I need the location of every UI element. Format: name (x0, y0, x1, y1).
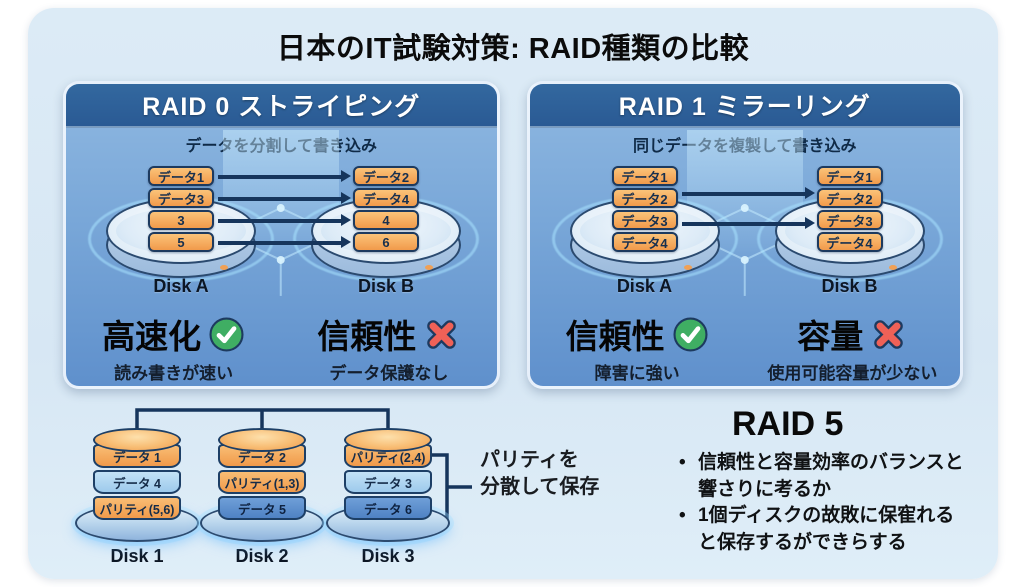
cylinder: データ 2 パリティ(1,3) データ 5 (200, 428, 324, 542)
cylinder-top-decor (344, 428, 432, 452)
data-chip: データ2 (353, 166, 419, 186)
disk-platter-a (106, 198, 256, 278)
segment: データ 5 (218, 496, 306, 520)
pro-desc: 読み書きが速い (114, 364, 234, 383)
panel-raid1: RAID 1 ミラーリング 同じデータを複製して書き込み (526, 81, 963, 389)
panel-raid0-header: RAID 0 ストライピング (66, 84, 497, 128)
stripe-arrow (218, 170, 351, 182)
stripe-arrow (218, 192, 351, 204)
stripe-arrow (218, 236, 351, 248)
raid5-info: RAID 5 信頼性と容量効率のバランスと響さりに考るか 1個ディスクの故敗に保… (676, 405, 988, 556)
data-chip: データ2 (611, 188, 678, 208)
data-chip: データ1 (816, 166, 883, 186)
raid-panels-row: RAID 0 ストライピング データを分割して書き込み (63, 81, 963, 389)
data-chip: データ1 (611, 166, 678, 186)
segment: パリティ(2,4) (344, 444, 432, 468)
check-icon (673, 316, 708, 352)
parity-callout-line1: パリティを (480, 449, 579, 471)
pro-term: 信頼性 (565, 318, 665, 355)
stripe-arrow (218, 214, 351, 226)
cross-icon (874, 319, 904, 349)
raid1-diskA-chips: データ1 データ2 データ3 データ4 (611, 166, 678, 252)
data-chip: データ3 (611, 210, 678, 230)
disk-a-label: Disk A (616, 276, 673, 296)
disk-led-decor (888, 265, 897, 270)
raid5-section: データ 1 データ 4 パリティ(5,6) Disk 1 データ 2 パリティ(… (28, 395, 998, 577)
raid1-benefits: 信頼性 障害に強い 容量 (530, 310, 961, 384)
data-chip: 5 (148, 232, 214, 252)
data-chip: データ4 (611, 232, 678, 252)
segment: データ 6 (344, 496, 432, 520)
cylinder: データ 1 データ 4 パリティ(5,6) (75, 428, 199, 542)
data-chip: データ1 (148, 166, 214, 186)
panel-raid0-diagram: データ1 データ3 3 5 データ2 データ4 4 6 Disk A Disk … (66, 130, 497, 302)
data-chip: 4 (353, 210, 419, 230)
con-term: 容量 (797, 318, 864, 355)
cylinder: パリティ(2,4) データ 3 データ 6 (326, 428, 450, 542)
panel-raid1-header: RAID 1 ミラーリング (529, 84, 960, 128)
segment: データ 4 (93, 470, 181, 494)
disk-1-label: Disk 1 (110, 546, 164, 566)
raid5-bullet: 1個ディスクの故敗に保寉れると保存するができらする (676, 503, 972, 556)
data-chip: データ4 (353, 188, 419, 208)
raid5-bullet: 信頼性と容量効率のバランスと響さりに考るか (676, 450, 972, 503)
segment: パリティ(5,6) (93, 496, 181, 520)
page-title: 日本のIT試験対策: RAID種類の比較 (276, 33, 750, 65)
segment: データ 3 (344, 470, 432, 494)
disk-3-label: Disk 3 (361, 546, 415, 566)
disk-led-decor (683, 265, 692, 270)
disk-b-label: Disk B (357, 276, 415, 296)
data-chip: データ4 (816, 232, 883, 252)
raid5-disk-3: パリティ(2,4) データ 3 データ 6 Disk 3 (326, 428, 450, 567)
raid1-con: 容量 使用可能容量が少ない (745, 310, 960, 384)
con-desc: 使用可能容量が少ない (767, 364, 938, 383)
disk-a-label: Disk A (153, 276, 209, 296)
segment: パリティ(1,3) (218, 470, 306, 494)
parity-callout-line2: 分散して保存 (480, 476, 600, 498)
mirror-arrow (681, 217, 815, 229)
raid5-bullet-list: 信頼性と容量効率のバランスと響さりに考るか 1個ディスクの故敗に保寉れると保存す… (676, 450, 988, 556)
infographic-card: 日本のIT試験対策: RAID種類の比較 RAID 0 ストライピング データを… (28, 8, 998, 579)
raid0-diskA-chips: データ1 データ3 3 5 (148, 166, 214, 252)
cross-icon (427, 319, 457, 349)
mirror-arrow (681, 187, 815, 199)
pro-desc: 障害に強い (594, 364, 680, 383)
raid5-disk-1: データ 1 データ 4 パリティ(5,6) Disk 1 (75, 428, 199, 567)
raid0-diskB-chips: データ2 データ4 4 6 (353, 166, 419, 252)
raid0-con: 信頼性 データ保護なし (281, 310, 496, 384)
disk-led-decor (425, 265, 433, 270)
check-icon (209, 316, 244, 352)
con-term: 信頼性 (317, 318, 417, 355)
data-chip: データ3 (816, 210, 883, 230)
parity-callout: パリティを 分散して保存 (480, 447, 599, 501)
pro-term: 高速化 (102, 318, 202, 355)
panel-raid0: RAID 0 ストライピング データを分割して書き込み (63, 81, 500, 389)
raid1-pro: 信頼性 障害に強い (530, 310, 745, 384)
raid0-pro: 高速化 読み書きが速い (66, 310, 281, 384)
disk-b-label: Disk B (821, 276, 878, 296)
data-chip: データ3 (148, 188, 214, 208)
panel-raid1-diagram: データ1 データ2 データ3 データ4 データ1 データ2 データ3 データ4 … (530, 130, 961, 302)
raid1-diskB-chips: データ1 データ2 データ3 データ4 (816, 166, 883, 252)
con-desc: データ保護なし (329, 364, 449, 383)
cylinder-top-decor (93, 428, 181, 452)
disk-2-label: Disk 2 (235, 546, 289, 566)
data-chip: 3 (148, 210, 214, 230)
data-chip: 6 (353, 232, 419, 252)
raid5-disk-2: データ 2 パリティ(1,3) データ 5 Disk 2 (200, 428, 324, 567)
raid0-benefits: 高速化 読み書きが速い 信頼性 (66, 310, 497, 384)
data-chip: データ2 (816, 188, 883, 208)
disk-led-decor (220, 265, 228, 270)
raid5-title: RAID 5 (732, 405, 844, 443)
cylinder-top-decor (218, 428, 306, 452)
